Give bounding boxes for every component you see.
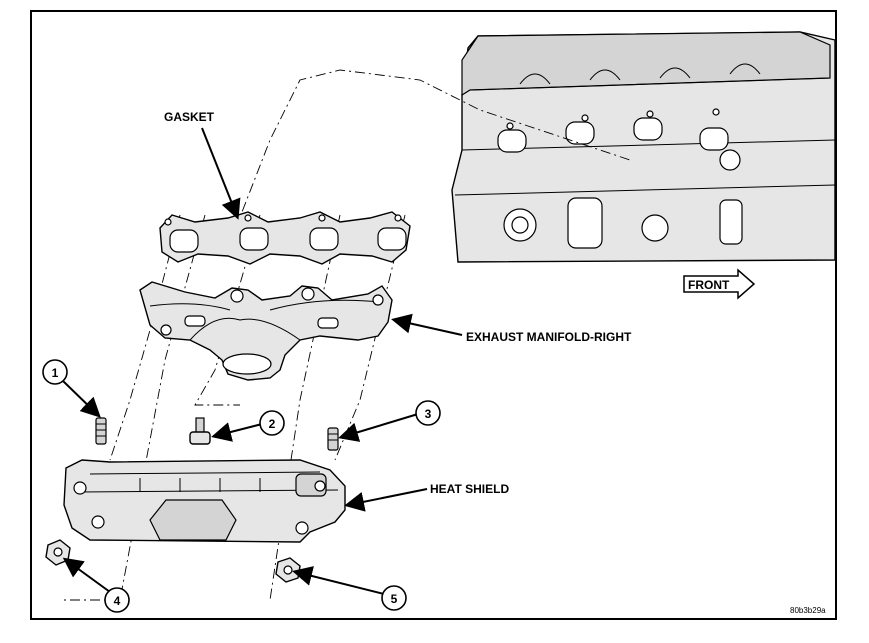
stud-1 xyxy=(95,417,107,445)
heat-shield-label: HEAT SHIELD xyxy=(430,482,509,496)
callout-4: 4 xyxy=(104,587,130,613)
callout-2: 2 xyxy=(259,410,285,436)
heat-shield xyxy=(63,459,346,543)
front-indicator: FRONT xyxy=(683,268,756,300)
nut-5 xyxy=(275,557,301,583)
engine-cylinder-head xyxy=(451,31,836,263)
callout-1: 1 xyxy=(42,359,68,385)
callout-2-number: 2 xyxy=(269,417,276,431)
figure-code: 80b3b29a xyxy=(790,606,826,615)
leader-arrows xyxy=(61,127,463,595)
stud-3 xyxy=(327,427,339,451)
callout-1-number: 1 xyxy=(52,366,59,380)
callout-3-number: 3 xyxy=(425,407,432,421)
front-label: FRONT xyxy=(688,278,730,292)
callout-4-number: 4 xyxy=(114,594,121,608)
callout-5: 5 xyxy=(381,585,407,611)
exhaust-gasket xyxy=(159,211,411,265)
callout-5-number: 5 xyxy=(391,592,398,606)
callout-3: 3 xyxy=(415,400,441,426)
exhaust-manifold-label: EXHAUST MANIFOLD-RIGHT xyxy=(466,330,632,344)
bolt-2 xyxy=(189,417,211,445)
exhaust-manifold xyxy=(139,281,393,381)
gasket-label: GASKET xyxy=(164,110,215,124)
